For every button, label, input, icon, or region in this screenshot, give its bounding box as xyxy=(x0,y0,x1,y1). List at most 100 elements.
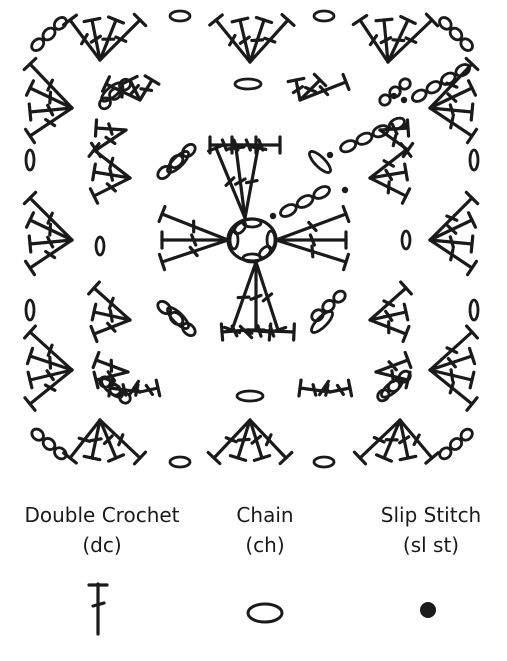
double-crochet-stitch xyxy=(87,280,132,322)
legend-name-chain: Chain xyxy=(236,503,294,527)
chain-stitch xyxy=(232,220,248,236)
double-crochet-stitch xyxy=(428,238,479,277)
double-crochet-stitch xyxy=(89,318,132,344)
double-crochet-stitch xyxy=(138,378,162,398)
chain-stitch xyxy=(181,142,197,159)
double-crochet-stitch xyxy=(208,13,252,64)
double-crochet-stitch xyxy=(248,15,274,64)
double-crochet-stitch xyxy=(98,15,126,62)
double-crochet-stitch xyxy=(248,418,294,466)
double-crochet-stitch xyxy=(374,369,412,390)
chain-stitch xyxy=(100,81,124,103)
double-crochet-stitch xyxy=(160,230,230,250)
chain-stitch xyxy=(166,150,190,174)
chain-stitch xyxy=(168,153,185,170)
double-crochet-stitch xyxy=(428,346,477,372)
slip-stitch xyxy=(326,151,334,159)
double-crochet-stitch xyxy=(91,350,130,374)
chain-stitch xyxy=(439,71,457,86)
slip-stitch xyxy=(341,186,349,194)
double-crochet-stitch xyxy=(90,302,132,323)
double-crochet-stitch xyxy=(298,72,328,102)
double-crochet-stitch xyxy=(428,102,475,122)
double-crochet-stitch xyxy=(222,260,258,335)
double-crochet-stitch xyxy=(88,176,132,205)
chain-stitch xyxy=(168,310,185,327)
double-crochet-stitch xyxy=(82,16,102,62)
double-crochet-stitch xyxy=(89,128,128,159)
double-crochet-stitch xyxy=(91,162,132,182)
double-crochet-stitch xyxy=(428,368,476,390)
double-crochet-stitch xyxy=(386,14,417,64)
chain-oval-symbol xyxy=(246,602,284,624)
chain-stitch xyxy=(312,9,336,23)
double-crochet-stitch xyxy=(26,368,74,390)
chain-stitch xyxy=(94,235,106,257)
slip-stitch xyxy=(269,212,277,220)
double-crochet-stitch xyxy=(23,324,74,372)
double-crochet-stitch xyxy=(428,324,479,372)
double-crochet-stitch xyxy=(23,238,74,277)
chain-stitch xyxy=(355,131,374,146)
legend-double-crochet: Double Crochet (dc) xyxy=(2,502,202,558)
stitch-layer xyxy=(22,9,480,469)
double-crochet-stitch xyxy=(352,418,402,466)
chain-stitch xyxy=(380,377,404,399)
chain-stitch xyxy=(168,455,192,469)
chain-stitch xyxy=(156,164,172,181)
double-crochet-symbol xyxy=(87,582,109,636)
legend-name-slip-stitch: Slip Stitch xyxy=(380,503,482,527)
double-crochet-stitch xyxy=(138,74,161,102)
double-crochet-stitch xyxy=(274,204,351,242)
chain-stitch xyxy=(312,185,331,200)
double-crochet-stitch xyxy=(298,72,351,102)
chain-stitch xyxy=(459,427,474,442)
chain-stitch xyxy=(468,298,480,322)
chain-stitch xyxy=(52,16,68,31)
double-crochet-stitch xyxy=(246,260,266,332)
double-crochet-stitch xyxy=(328,378,354,398)
double-crochet-stitch xyxy=(398,418,440,465)
chain-stitch xyxy=(438,16,453,31)
double-crochet-stitch xyxy=(428,79,478,110)
slip-stitch xyxy=(400,96,408,104)
double-crochet-stitch xyxy=(286,76,306,102)
double-crochet-stitch xyxy=(368,318,411,344)
double-crochet-stitch xyxy=(206,418,252,466)
legend-chain: Chain (ch) xyxy=(205,502,325,558)
slip-stitch xyxy=(402,122,410,130)
slip-stitch xyxy=(390,92,398,100)
double-crochet-stitch xyxy=(27,234,74,254)
legend-name-double-crochet: Double Crochet xyxy=(24,503,180,527)
chain-stitch xyxy=(312,455,336,469)
double-crochet-stitch xyxy=(24,211,74,242)
double-crochet-stitch xyxy=(22,190,74,242)
chain-stitch xyxy=(376,388,391,403)
chain-stitch xyxy=(166,306,190,330)
double-crochet-stitch xyxy=(98,418,148,466)
double-crochet-stitch xyxy=(428,368,479,412)
chain-stitch xyxy=(400,229,412,251)
chain-stitch xyxy=(425,80,443,95)
double-crochet-stitch xyxy=(243,144,268,220)
double-crochet-stitch xyxy=(351,13,390,64)
chain-stitch xyxy=(181,321,197,338)
chain-stitch xyxy=(310,308,325,323)
chain-stitch xyxy=(468,148,480,172)
double-crochet-stitch xyxy=(24,79,74,110)
double-crochet-stitch xyxy=(428,211,478,242)
double-crochet-stitch xyxy=(27,102,74,122)
double-crochet-stitch xyxy=(82,418,103,462)
double-crochet-stitch xyxy=(274,230,348,250)
double-crochet-stitch xyxy=(274,238,350,272)
chain-stitch xyxy=(410,88,428,103)
chain-stitch xyxy=(388,85,402,99)
chain-stitch xyxy=(308,150,332,174)
chain-stitch xyxy=(339,139,358,154)
chain-stitch xyxy=(53,446,68,461)
chain-stitch xyxy=(332,289,347,304)
double-crochet-stitch xyxy=(374,350,413,374)
double-crochet-stitch xyxy=(386,12,440,64)
legend-slip-stitch: Slip Stitch (sl st) xyxy=(356,502,506,558)
chain-stitch xyxy=(295,194,315,209)
